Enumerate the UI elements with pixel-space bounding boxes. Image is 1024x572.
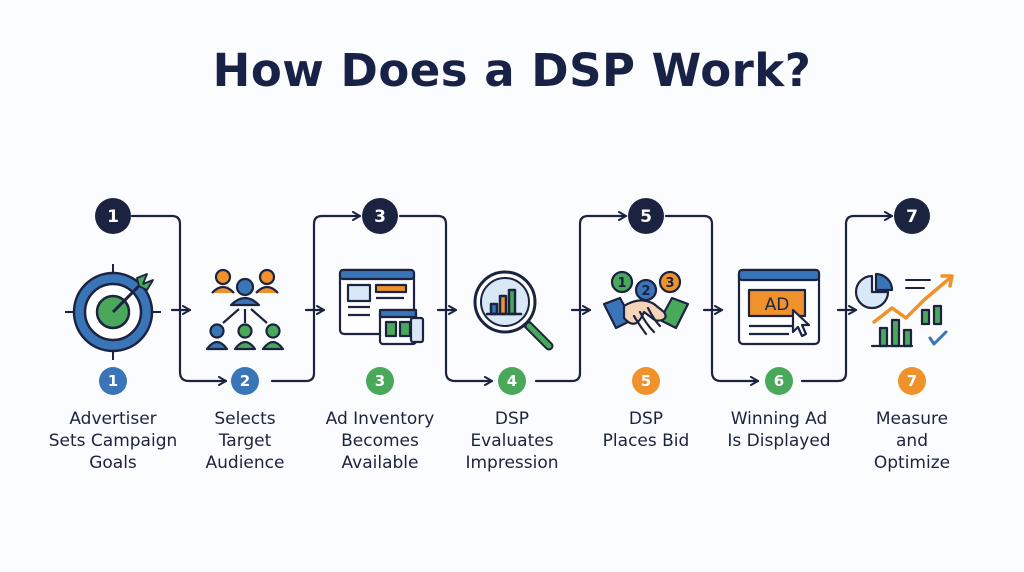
step-label-line: Optimize bbox=[873, 453, 951, 473]
bottom-badge-number-2: 2 bbox=[240, 372, 250, 390]
step-label-line: Available bbox=[341, 453, 419, 473]
bottom-badge-number-6: 6 bbox=[774, 372, 784, 390]
step-label-line: Target bbox=[218, 431, 272, 451]
bid-bubble-1 bbox=[610, 270, 634, 294]
connector-4-5 bbox=[534, 211, 628, 383]
step-label-line: Selects bbox=[214, 409, 276, 429]
top-badge-number-1: 1 bbox=[107, 207, 119, 227]
bottom-badge-1 bbox=[99, 367, 127, 395]
bottom-badge-2 bbox=[231, 367, 259, 395]
connector-6-7 bbox=[800, 211, 894, 383]
bottom-badge-number-4: 4 bbox=[507, 372, 517, 390]
audience-icon bbox=[205, 268, 285, 351]
step-label-line: Sets Campaign bbox=[48, 431, 178, 451]
connector-3-4 bbox=[398, 214, 494, 386]
top-badge-number-5: 5 bbox=[640, 207, 652, 227]
bottom-badge-number-7: 7 bbox=[907, 372, 917, 390]
top-badge-7 bbox=[894, 198, 930, 234]
bid-bubble-2-label: 2 bbox=[641, 284, 650, 299]
ad-display-icon: AD bbox=[737, 268, 821, 346]
bottom-badge-7 bbox=[898, 367, 926, 395]
step-label-line: Winning Ad bbox=[730, 409, 828, 429]
growth-chart-icon bbox=[854, 272, 954, 348]
bid-bubble-3 bbox=[658, 270, 682, 294]
top-badge-number-7: 7 bbox=[906, 207, 918, 227]
bottom-badge-5 bbox=[632, 367, 660, 395]
top-badges: 1 3 5 7 bbox=[95, 198, 930, 234]
magnifier-chart-icon bbox=[473, 270, 554, 351]
top-badge-1 bbox=[95, 198, 131, 234]
bid-bubble-1-label: 1 bbox=[617, 276, 626, 291]
step-label-line: Evaluates bbox=[470, 431, 554, 451]
step-label-line: Impression bbox=[465, 453, 559, 473]
step-label-line: Advertiser bbox=[69, 409, 157, 429]
bottom-badge-number-5: 5 bbox=[641, 372, 651, 390]
step-label-line: Is Displayed bbox=[727, 431, 831, 451]
top-badge-5 bbox=[628, 198, 664, 234]
bottom-badge-number-3: 3 bbox=[375, 372, 385, 390]
step-label-line: Places Bid bbox=[602, 431, 690, 451]
bottom-badge-number-1: 1 bbox=[108, 372, 118, 390]
ad-inventory-icon bbox=[338, 268, 425, 346]
step-label-line: DSP bbox=[494, 409, 530, 429]
bottom-badges: 1 2 3 4 5 6 7 bbox=[99, 367, 926, 395]
connector-1-2 bbox=[130, 214, 228, 386]
step-label-line: Measure bbox=[875, 409, 949, 429]
bottom-badge-6 bbox=[765, 367, 793, 395]
connector-5-6 bbox=[664, 214, 760, 386]
top-badge-3 bbox=[362, 198, 398, 234]
top-badge-number-3: 3 bbox=[374, 207, 386, 227]
page-title: How Does a DSP Work? bbox=[212, 44, 812, 97]
step-label-line: and bbox=[896, 431, 928, 451]
connector-2-3 bbox=[270, 211, 362, 383]
target-icon bbox=[65, 264, 161, 360]
handshake-bid-icon: 1 2 3 bbox=[602, 270, 690, 336]
step-label-line: DSP bbox=[628, 409, 664, 429]
bottom-badge-4 bbox=[498, 367, 526, 395]
step-label-line: Ad Inventory bbox=[325, 409, 435, 429]
ad-text: AD bbox=[765, 295, 790, 315]
bid-bubble-3-label: 3 bbox=[665, 276, 674, 291]
bottom-badge-3 bbox=[366, 367, 394, 395]
step-label-line: Audience bbox=[205, 453, 285, 473]
connectors bbox=[130, 211, 894, 386]
step-label-line: Goals bbox=[89, 453, 137, 473]
step-label-line: Becomes bbox=[341, 431, 419, 451]
